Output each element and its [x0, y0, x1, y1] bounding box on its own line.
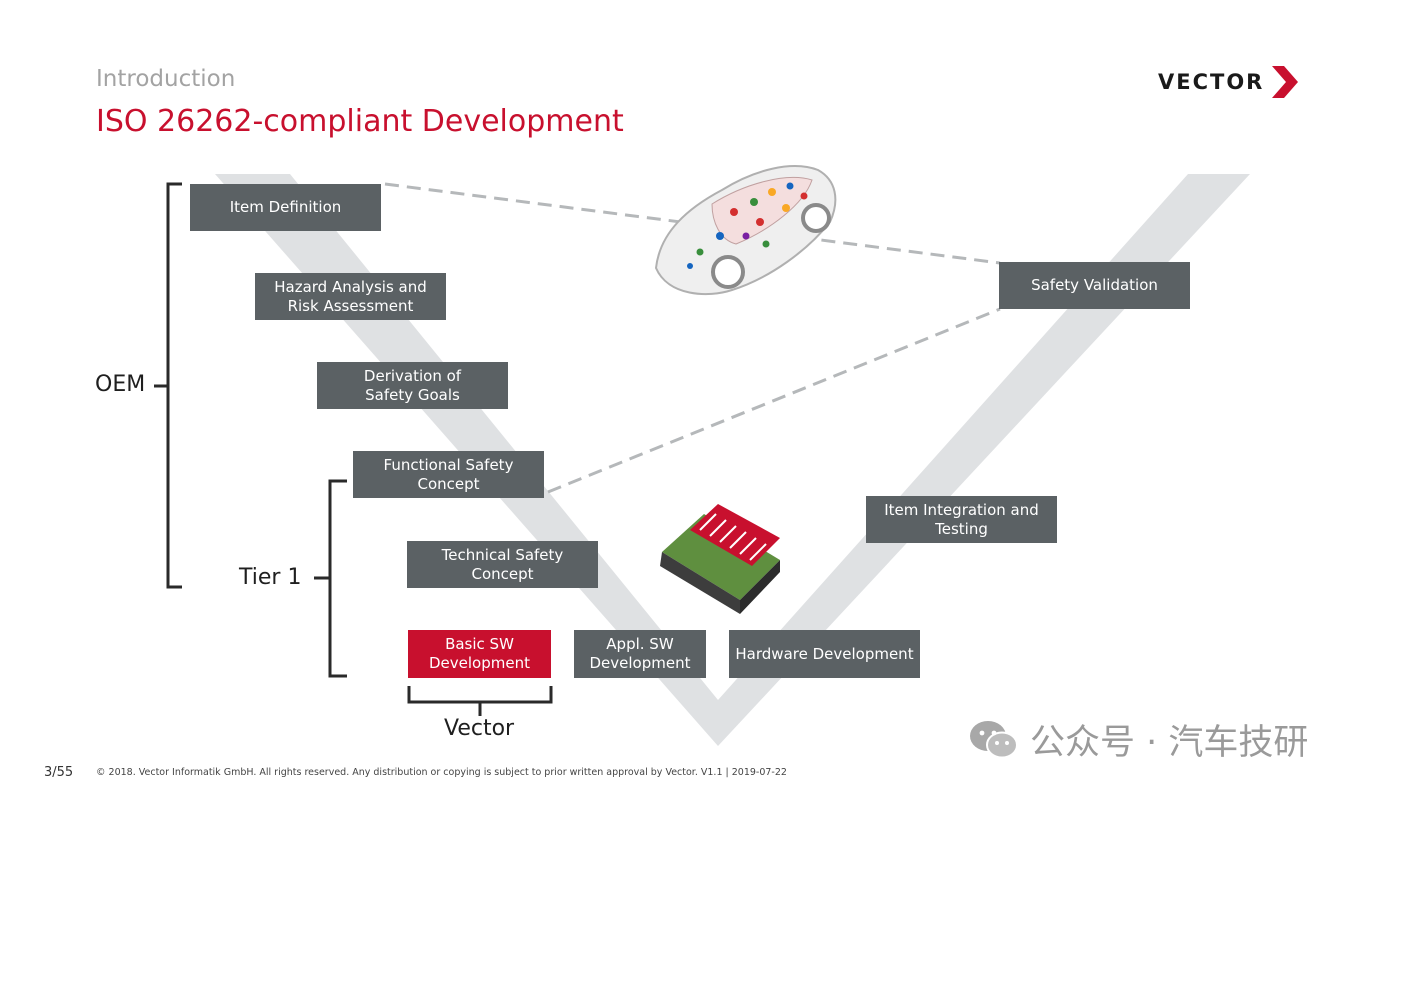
- appl-sw-development-box: Appl. SW Development: [574, 630, 706, 678]
- hardware-development-box: Hardware Development: [729, 630, 920, 678]
- page-number: 3/55: [44, 765, 74, 780]
- item-definition-box: Item Definition: [190, 184, 381, 231]
- safety-validation-box: Safety Validation: [999, 262, 1190, 309]
- functional-safety-concept-box: Functional Safety Concept: [353, 451, 544, 498]
- hazard-analysis-box: Hazard Analysis and Risk Assessment: [255, 273, 446, 320]
- section-label: Introduction: [96, 66, 236, 92]
- technical-safety-concept-box: Technical Safety Concept: [407, 541, 598, 588]
- watermark-text: 公众号 · 汽车技研: [1030, 723, 1309, 763]
- v-shape: [215, 174, 1250, 746]
- copyright-text: © 2018. Vector Informatik GmbH. All righ…: [96, 767, 787, 778]
- vector-label: Vector: [444, 716, 515, 741]
- dashed-line-concept-validation: [547, 307, 1001, 494]
- item-integration-box: Item Integration and Testing: [866, 496, 1057, 543]
- oem-label: OEM: [95, 372, 146, 397]
- watermark: 公众号 · 汽车技研: [968, 714, 1308, 765]
- logo-text: VECTOR: [1158, 70, 1265, 94]
- page-title: ISO 26262-compliant Development: [96, 104, 624, 139]
- tier1-label: Tier 1: [239, 565, 302, 590]
- basic-sw-development-box: Basic SW Development: [408, 630, 551, 678]
- vector-logo: VECTOR: [1158, 62, 1300, 102]
- safety-goals-box: Derivation of Safety Goals: [317, 362, 508, 409]
- logo-chevron-icon: [1272, 66, 1299, 98]
- vector-bracket: [407, 686, 553, 716]
- oem-bracket: [154, 182, 182, 589]
- wechat-icon: [970, 720, 1018, 758]
- car-illustration: [654, 165, 837, 296]
- ecu-illustration: [660, 504, 780, 614]
- tier1-bracket: [314, 479, 347, 678]
